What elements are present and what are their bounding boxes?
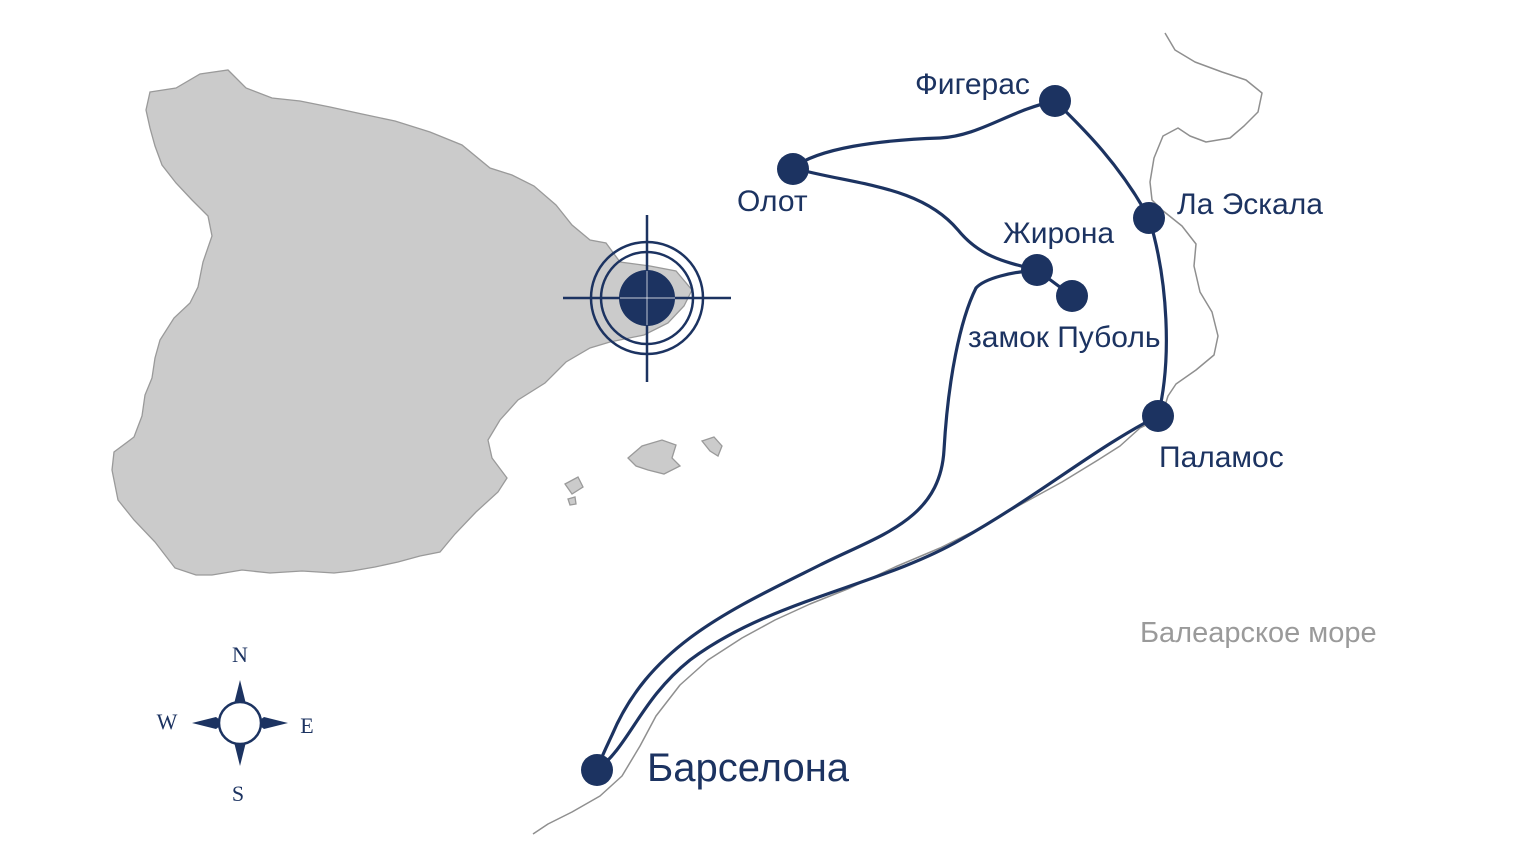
compass-east-label: E (300, 713, 313, 738)
label-figueras: Фигерас (915, 68, 1030, 101)
sea-label: Балеарское море (1140, 617, 1377, 649)
coastline (532, 32, 1263, 835)
route-girona-barcelona (595, 268, 1039, 772)
route-figueras-la-escala (1053, 99, 1151, 220)
marker-figueras[interactable] (1039, 85, 1071, 117)
route-olot-figueras (791, 99, 1057, 170)
compass-north-label: N (232, 642, 248, 667)
ibiza-island (564, 476, 584, 495)
iberia-inset (111, 69, 731, 576)
label-girona: Жирона (1003, 217, 1114, 250)
label-la-escala: Ла Эскала (1177, 188, 1323, 221)
city-markers (581, 85, 1174, 786)
label-barcelona: Барселона (647, 746, 850, 790)
city-labels: Фигерас Олот Ла Эскала Жирона замок Пубо… (647, 68, 1323, 790)
compass-south-label: S (232, 781, 244, 806)
compass-rose-icon: N E S W (157, 642, 314, 806)
route-la-escala-palamos (1147, 216, 1168, 418)
menorca-island (700, 436, 723, 457)
marker-olot[interactable] (777, 153, 809, 185)
routes (595, 99, 1168, 772)
marker-girona[interactable] (1021, 254, 1053, 286)
route-palamos-barcelona (595, 414, 1160, 772)
mallorca-island (627, 439, 682, 475)
route-olot-girona (791, 166, 1039, 272)
marker-pubol[interactable] (1056, 280, 1088, 312)
formentera-island (567, 496, 577, 506)
label-palamos: Паламос (1159, 441, 1284, 474)
compass-west-label: W (157, 709, 178, 734)
marker-barcelona[interactable] (581, 754, 613, 786)
marker-palamos[interactable] (1142, 400, 1174, 432)
label-olot: Олот (737, 185, 808, 218)
marker-la-escala[interactable] (1133, 202, 1165, 234)
crosshair-target-icon (563, 215, 731, 382)
label-pubol: замок Пуболь (968, 321, 1160, 354)
iberia-land (111, 69, 693, 576)
